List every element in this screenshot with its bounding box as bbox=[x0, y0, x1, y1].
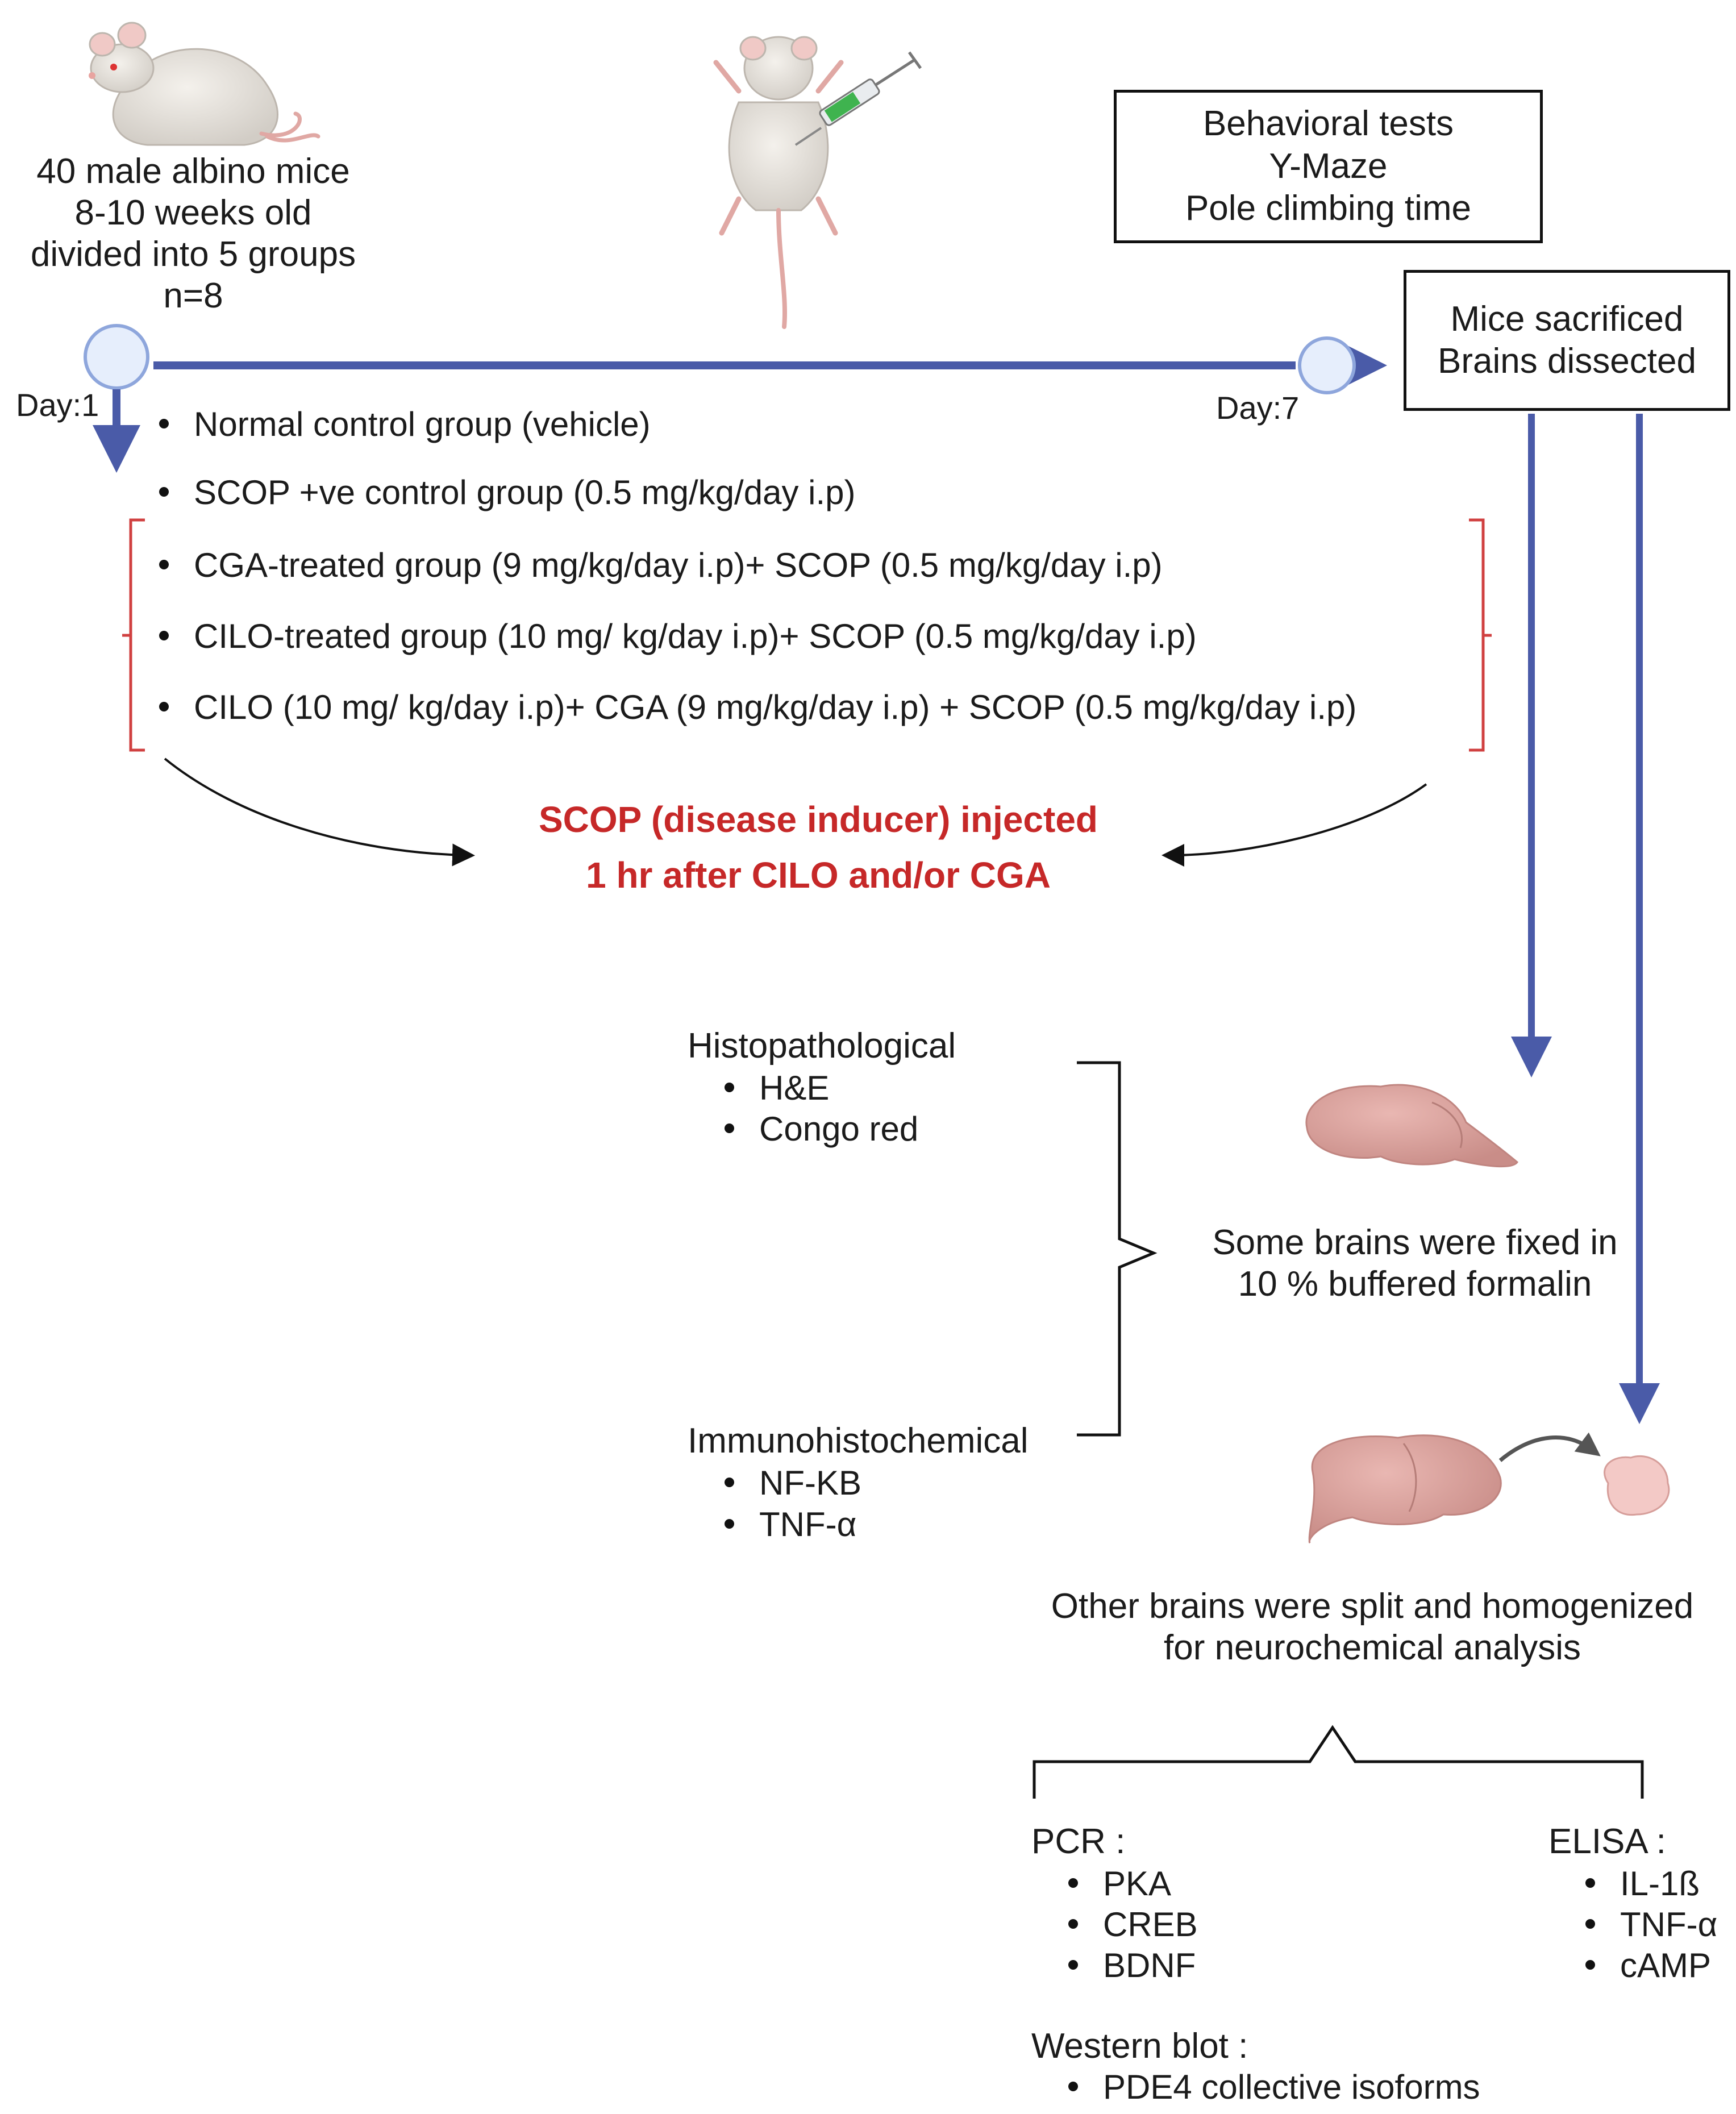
mouse-icon bbox=[89, 22, 320, 146]
group-label: CILO (10 mg/ kg/day i.p)+ CGA (9 mg/kg/d… bbox=[194, 688, 1357, 726]
fixed-brains-note: Some brains were fixed in 10 % buffered … bbox=[1182, 1222, 1648, 1305]
mice-line-3: divided into 5 groups bbox=[30, 235, 356, 274]
elisa-item-label: TNF-α bbox=[1620, 1905, 1718, 1944]
fixed-brain-icon bbox=[1305, 1084, 1518, 1168]
elisa-item: cAMP bbox=[1585, 1946, 1711, 1985]
bullet-icon bbox=[725, 1518, 734, 1529]
bullet-icon bbox=[159, 701, 169, 711]
mice-line-2: 8-10 weeks old bbox=[74, 193, 312, 233]
group-label: CILO-treated group (10 mg/ kg/day i.p)+ … bbox=[194, 617, 1197, 655]
group-item: CILO (10 mg/ kg/day i.p)+ CGA (9 mg/kg/d… bbox=[159, 688, 1356, 727]
histo-item-label: Congo red bbox=[759, 1110, 919, 1148]
group-label: CGA-treated group (9 mg/kg/day i.p)+ SCO… bbox=[194, 546, 1163, 584]
bullet-icon bbox=[1068, 1919, 1078, 1929]
histo-item: Congo red bbox=[725, 1109, 918, 1148]
bullet-icon bbox=[1585, 1959, 1595, 1970]
scop-note: SCOP (disease inducer) injected 1 hr aft… bbox=[477, 798, 1159, 897]
group-item: CGA-treated group (9 mg/kg/day i.p)+ SCO… bbox=[159, 546, 1163, 585]
pcr-item-label: CREB bbox=[1103, 1905, 1198, 1944]
homogenized-brains-note: Other brains were split and homogenized … bbox=[1023, 1586, 1722, 1668]
homog-note-line-1: Other brains were split and homogenized bbox=[1051, 1587, 1694, 1626]
immuno-item: TNF-α bbox=[725, 1505, 856, 1544]
bullet-icon bbox=[1068, 1878, 1078, 1888]
mice-line-1: 40 male albino mice bbox=[36, 152, 350, 191]
elisa-item: IL-1ß bbox=[1585, 1864, 1700, 1903]
immuno-item-label: TNF-α bbox=[759, 1505, 857, 1543]
bullet-icon bbox=[159, 418, 169, 428]
bullet-icon bbox=[1068, 1959, 1078, 1970]
histo-title: Histopathological bbox=[688, 1026, 956, 1066]
day-end-label: Day:7 bbox=[1216, 390, 1300, 426]
bullet-icon bbox=[1585, 1878, 1595, 1888]
homog-note-line-2: for neurochemical analysis bbox=[1163, 1628, 1581, 1668]
behavioral-tests-box: Behavioral tests Y-Maze Pole climbing ti… bbox=[1114, 90, 1543, 243]
split-brain-icon bbox=[1308, 1432, 1670, 1544]
histo-item-label: H&E bbox=[759, 1069, 830, 1107]
elisa-item-label: IL-1ß bbox=[1620, 1865, 1700, 1903]
assay-bracket bbox=[1033, 1725, 1644, 1799]
pcr-item-label: BDNF bbox=[1103, 1946, 1196, 1984]
elisa-item: TNF-α bbox=[1585, 1905, 1717, 1944]
pcr-item-label: PKA bbox=[1103, 1865, 1172, 1903]
histo-item: H&E bbox=[725, 1068, 829, 1108]
bullet-icon bbox=[159, 630, 169, 640]
western-title: Western blot : bbox=[1031, 2026, 1248, 2066]
histology-bracket bbox=[1077, 1061, 1158, 1437]
sacrifice-box: Mice sacrificed Brains dissected bbox=[1404, 270, 1730, 411]
mice-description: 40 male albino mice 8-10 weeks old divid… bbox=[17, 151, 369, 317]
behavioral-line-3: Pole climbing time bbox=[1185, 189, 1472, 228]
group-item: SCOP +ve control group (0.5 mg/kg/day i.… bbox=[159, 473, 855, 512]
group-label: Normal control group (vehicle) bbox=[194, 405, 651, 443]
pcr-item: CREB bbox=[1068, 1905, 1198, 1944]
western-item: PDE4 collective isoforms bbox=[1068, 2067, 1480, 2107]
timeline-node-end bbox=[1298, 336, 1356, 394]
behavioral-line-1: Behavioral tests bbox=[1202, 104, 1454, 144]
bullet-icon bbox=[725, 1477, 734, 1487]
behavioral-line-2: Y-Maze bbox=[1269, 146, 1388, 186]
western-item-label: PDE4 collective isoforms bbox=[1103, 2068, 1480, 2106]
sacrifice-line-1: Mice sacrificed bbox=[1450, 299, 1684, 339]
bullet-icon bbox=[1068, 2081, 1078, 2091]
group-label: SCOP +ve control group (0.5 mg/kg/day i.… bbox=[194, 473, 856, 511]
scop-note-line-1: SCOP (disease inducer) injected bbox=[538, 799, 1098, 840]
syringe-icon bbox=[794, 51, 922, 146]
injected-mouse-icon bbox=[713, 36, 922, 329]
group-item: Normal control group (vehicle) bbox=[159, 405, 651, 444]
group-item: CILO-treated group (10 mg/ kg/day i.p)+ … bbox=[159, 617, 1197, 656]
bullet-icon bbox=[159, 486, 169, 497]
scop-note-line-2: 1 hr after CILO and/or CGA bbox=[586, 854, 1051, 896]
timeline-node-start bbox=[84, 324, 149, 390]
immuno-title: Immunohistochemical bbox=[688, 1421, 1029, 1460]
immuno-item-label: NF-KB bbox=[759, 1464, 861, 1502]
sacrifice-line-2: Brains dissected bbox=[1438, 342, 1696, 381]
fixed-note-line-1: Some brains were fixed in bbox=[1212, 1223, 1618, 1262]
bullet-icon bbox=[725, 1123, 734, 1133]
day-start-label: Day:1 bbox=[16, 387, 99, 423]
mice-line-4: n=8 bbox=[163, 276, 223, 316]
elisa-item-label: cAMP bbox=[1620, 1946, 1712, 1984]
immuno-item: NF-KB bbox=[725, 1463, 861, 1503]
bullet-icon bbox=[159, 559, 169, 569]
pcr-item: PKA bbox=[1068, 1864, 1171, 1903]
bullet-icon bbox=[1585, 1919, 1595, 1929]
elisa-title: ELISA : bbox=[1548, 1822, 1666, 1861]
treated-groups-bracket bbox=[122, 518, 1492, 752]
pcr-item: BDNF bbox=[1068, 1946, 1196, 1985]
pcr-title: PCR : bbox=[1031, 1822, 1126, 1861]
bullet-icon bbox=[725, 1082, 734, 1092]
fixed-note-line-2: 10 % buffered formalin bbox=[1238, 1264, 1592, 1304]
